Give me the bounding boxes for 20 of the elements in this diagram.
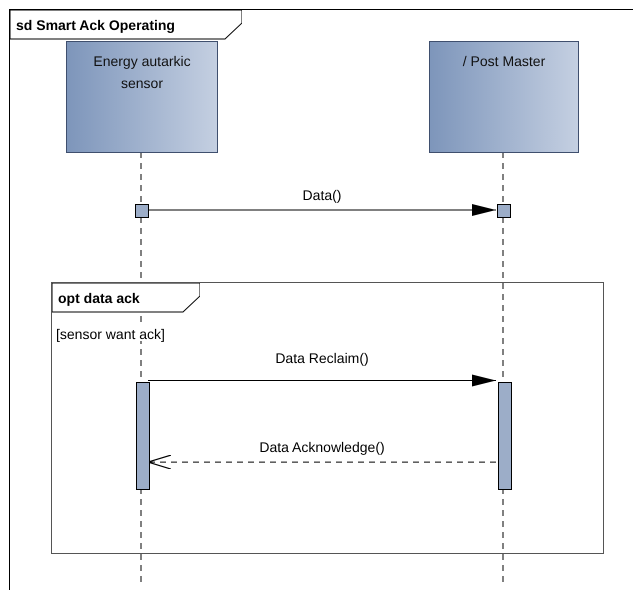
- message-arrow: [148, 204, 496, 216]
- message-label: Data(): [300, 188, 344, 202]
- lifeline: [140, 488, 142, 582]
- activation-bar: [136, 382, 150, 490]
- activation-bar: [135, 204, 149, 218]
- lifeline-name: / Post Master: [462, 52, 546, 71]
- lifeline: [502, 152, 504, 204]
- guard-condition: [sensor want ack]: [56, 327, 165, 341]
- lifeline: [502, 488, 504, 582]
- frame-title: sd Smart Ack Operating: [16, 18, 175, 32]
- combined-fragment: [51, 282, 604, 554]
- lifeline: [140, 152, 142, 204]
- lifeline-head: [66, 41, 218, 153]
- diagram-frame: [9, 9, 633, 590]
- lifeline-name: Energy autarkic sensor: [92, 52, 192, 93]
- activation-bar: [498, 382, 512, 490]
- lifeline-head: [429, 41, 579, 153]
- fragment-label: opt data ack: [58, 291, 140, 305]
- message-arrow: [148, 374, 496, 386]
- activation-bar: [497, 204, 511, 218]
